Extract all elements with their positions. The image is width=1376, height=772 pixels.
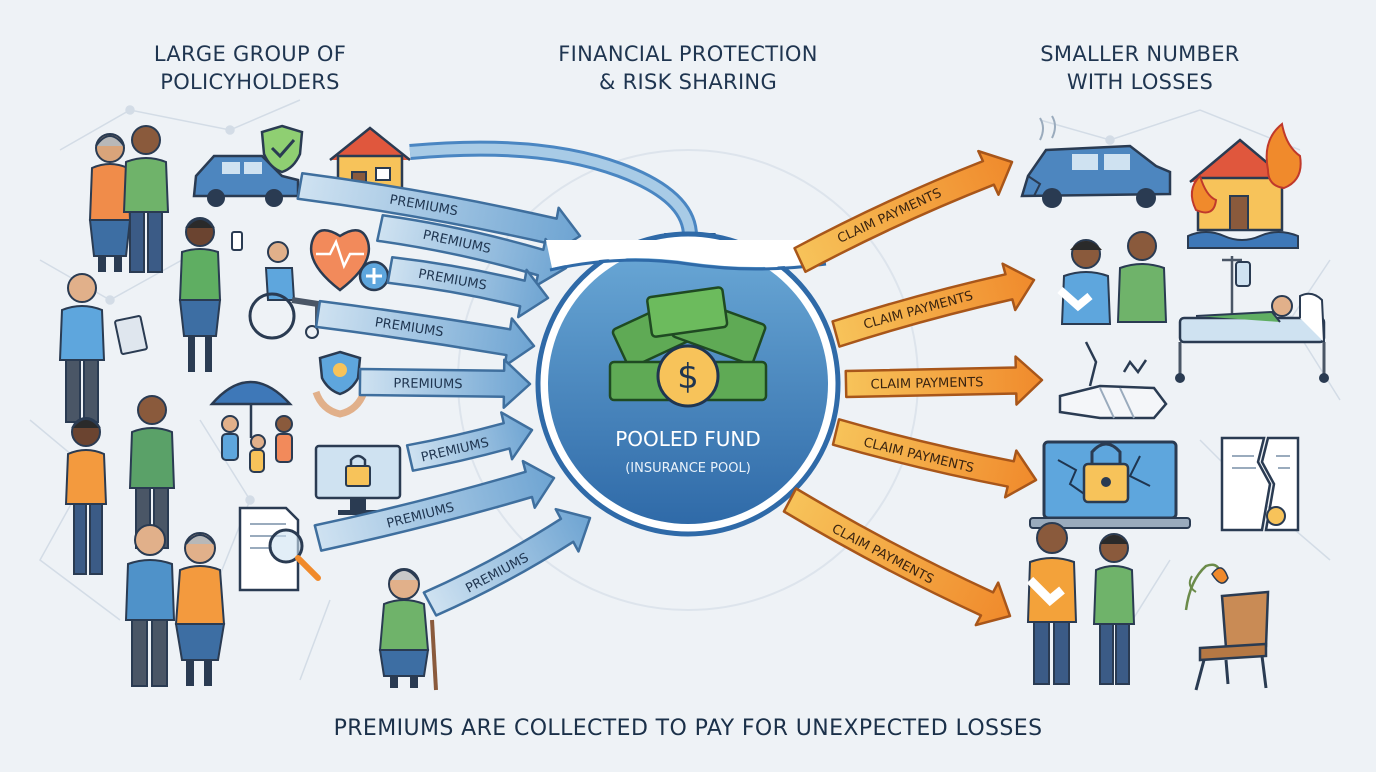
premium-arrow-label: PREMIUMS bbox=[393, 376, 462, 392]
claim-arrow: CLAIM PAYMENTS bbox=[831, 262, 1036, 348]
pool-title: POOLED FUND bbox=[615, 427, 761, 451]
premium-arrow-shape bbox=[405, 411, 534, 472]
hacked-laptop-icon bbox=[1029, 440, 1191, 529]
claim-arrow-label: CLAIM PAYMENTS bbox=[870, 375, 983, 392]
claim-arrow-label: CLAIM PAYMENTS bbox=[835, 186, 944, 247]
premium-arrow: PREMIUMS bbox=[296, 171, 582, 257]
premium-arrow: PREMIUMS bbox=[376, 214, 568, 288]
policyholders-group bbox=[58, 125, 438, 691]
heading-risk-sharing: FINANCIAL PROTECTION & RISK SHARING bbox=[488, 40, 888, 96]
umbrella-family-icon bbox=[209, 380, 293, 473]
premium-arrow-shape bbox=[314, 299, 536, 368]
locked-computer-icon bbox=[314, 444, 402, 515]
premium-arrow: PREMIUMS bbox=[386, 255, 550, 319]
heading-line: WITH LOSSES bbox=[1066, 70, 1214, 94]
heading-line: POLICYHOLDERS bbox=[160, 70, 340, 94]
protection-hands-icon bbox=[312, 350, 368, 418]
broken-arm-icon bbox=[1058, 341, 1168, 420]
person-woman-with-phone bbox=[178, 217, 243, 372]
wheelchair-icon bbox=[248, 241, 321, 340]
burning-house-icon bbox=[1187, 122, 1302, 249]
premium-arrow-shape bbox=[376, 214, 568, 288]
hospital-bed-icon bbox=[1175, 256, 1329, 383]
premium-arrow: PREMIUMS bbox=[358, 358, 532, 409]
claim-arrow: CLAIM PAYMENTS bbox=[793, 149, 1014, 274]
claim-arrow-label: CLAIM PAYMENTS bbox=[829, 522, 936, 588]
heart-health-icon bbox=[309, 229, 390, 292]
heading-losses: SMALLER NUMBER WITH LOSSES bbox=[990, 40, 1290, 96]
person-woman-orange bbox=[64, 417, 108, 575]
person-man-green-shirt bbox=[122, 125, 170, 273]
heading-line: FINANCIAL PROTECTION bbox=[558, 42, 818, 66]
claim-arrow: CLAIM PAYMENTS bbox=[844, 355, 1044, 406]
damaged-car-icon bbox=[1020, 115, 1172, 208]
claim-arrow-shape bbox=[844, 355, 1044, 406]
premium-arrow: PREMIUMS bbox=[314, 299, 536, 368]
injured-couple-icon bbox=[1026, 522, 1136, 685]
money-stack-icon: $ bbox=[608, 286, 768, 408]
claim-arrow-shape bbox=[831, 418, 1038, 499]
heading-line: & RISK SHARING bbox=[598, 70, 778, 94]
person-man-with-clipboard bbox=[58, 273, 148, 423]
premium-arrow-shape bbox=[422, 507, 592, 617]
chair-icon bbox=[1194, 590, 1270, 691]
person-older-woman-with-cane bbox=[378, 568, 438, 691]
document-magnifier-icon bbox=[238, 506, 321, 592]
premium-arrow: PREMIUMS bbox=[405, 411, 534, 472]
person-older-man-blue bbox=[124, 524, 176, 687]
claim-arrow-shape bbox=[831, 262, 1036, 348]
footer-caption: PREMIUMS ARE COLLECTED TO PAY FOR UNEXPE… bbox=[333, 716, 1043, 741]
premium-arrows: PREMIUMSPREMIUMSPREMIUMSPREMIUMSPREMIUMS… bbox=[296, 171, 592, 617]
torn-contract-icon bbox=[1220, 436, 1300, 532]
claim-arrow-shape bbox=[782, 487, 1012, 627]
claim-arrow: CLAIM PAYMENTS bbox=[782, 487, 1012, 627]
currency-symbol: $ bbox=[677, 357, 699, 397]
person-older-woman-orange bbox=[174, 532, 226, 686]
heading-line: LARGE GROUP OF bbox=[153, 42, 347, 66]
premium-arrow-shape bbox=[358, 358, 532, 409]
person-woman-grey-hair bbox=[88, 133, 132, 272]
wilted-plant-icon bbox=[1184, 563, 1229, 611]
premium-arrow-shape bbox=[313, 459, 556, 552]
premium-arrow-shape bbox=[386, 255, 550, 319]
heading-policyholders: LARGE GROUP OF POLICYHOLDERS bbox=[100, 40, 400, 96]
shield-check-icon bbox=[260, 124, 304, 174]
claim-arrow: CLAIM PAYMENTS bbox=[831, 418, 1038, 499]
pool-subtitle: (INSURANCE POOL) bbox=[625, 461, 751, 476]
claim-arrow-shape bbox=[793, 149, 1014, 274]
heading-line: SMALLER NUMBER bbox=[1040, 42, 1240, 66]
premium-arrow: PREMIUMS bbox=[313, 459, 556, 552]
injured-people-icon bbox=[1057, 231, 1168, 325]
